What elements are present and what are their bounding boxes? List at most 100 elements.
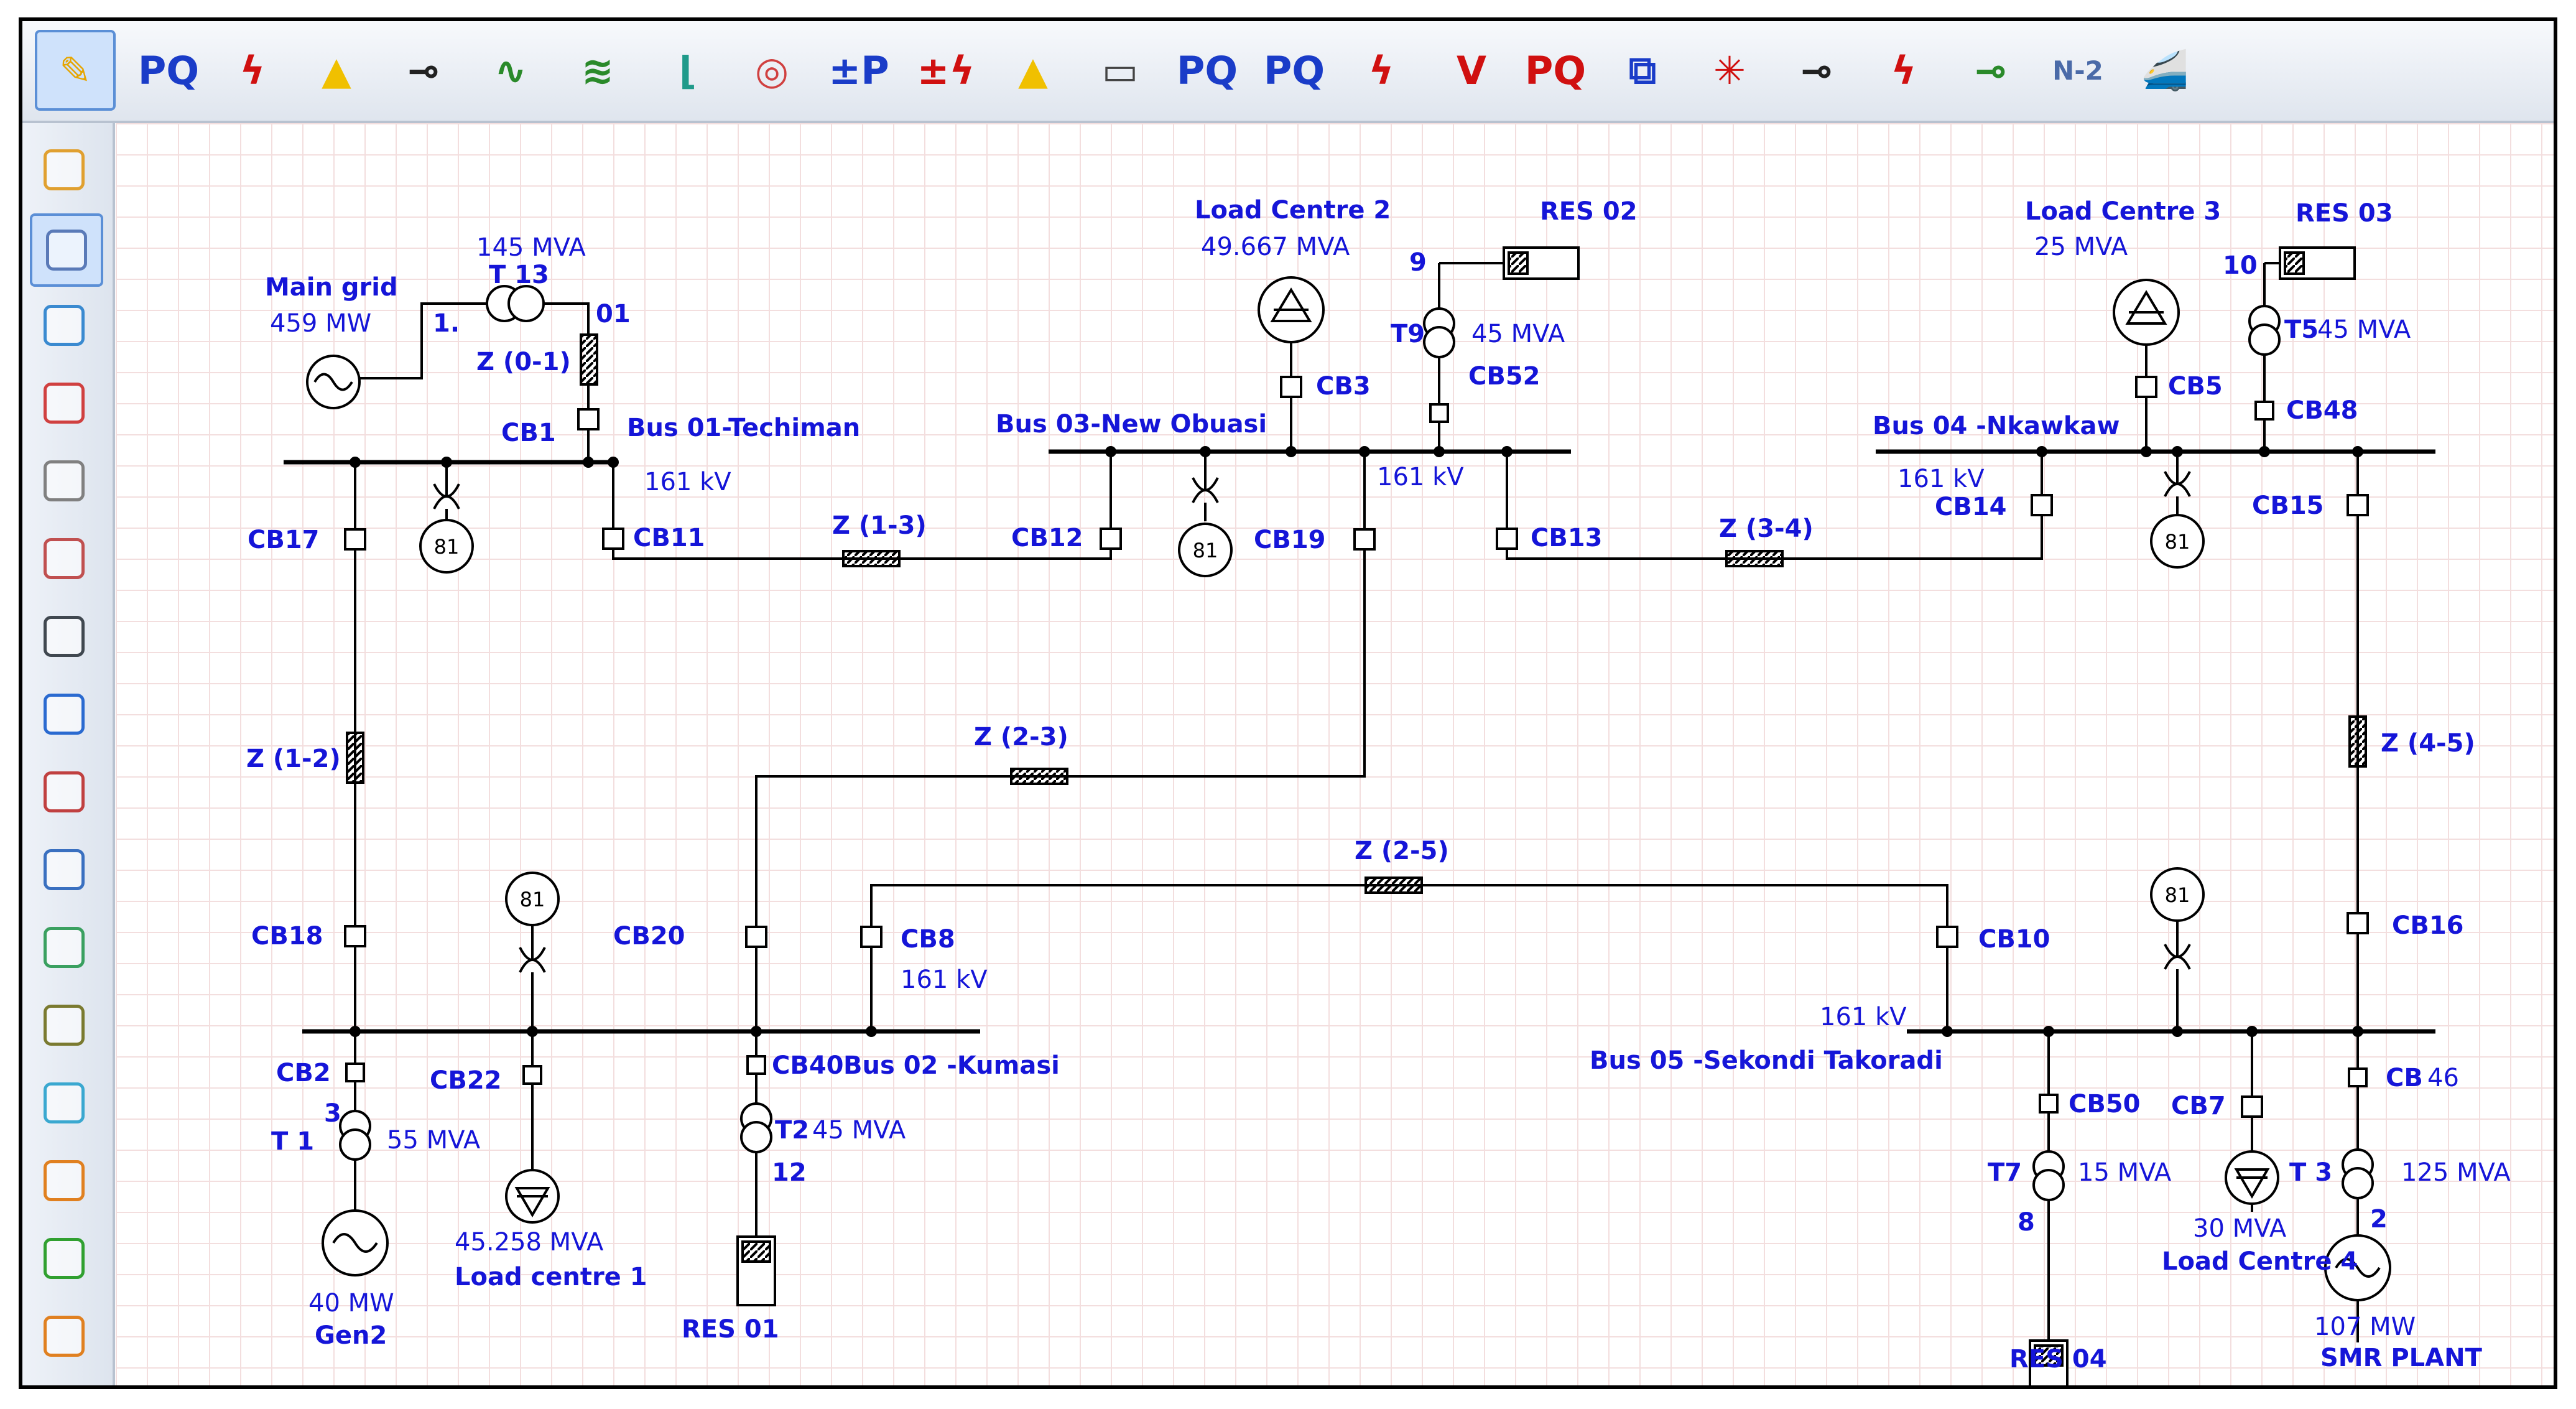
dc-short-circuit-button[interactable]: ±ϟ — [906, 30, 986, 111]
pq-capability-button[interactable]: PQ — [1515, 30, 1596, 111]
short-circuit-button[interactable]: ϟ — [212, 30, 293, 111]
res04-source[interactable] — [2029, 1339, 2069, 1389]
dc-load-flow-button[interactable]: ±P — [818, 30, 899, 111]
cb46-label: CB — [2386, 1064, 2423, 1092]
hierarchy-green-button[interactable] — [30, 1224, 103, 1298]
harmonics-button[interactable]: ≋ — [557, 30, 638, 111]
relay-81-label: 81 — [434, 535, 460, 559]
breaker-cb7[interactable] — [2241, 1095, 2263, 1118]
breaker-cb12[interactable] — [1100, 528, 1122, 550]
transformer-t2[interactable] — [740, 1102, 772, 1153]
project-tree-button[interactable] — [30, 136, 103, 209]
contingency-button[interactable]: ⊸ — [1776, 30, 1857, 111]
relay-81-bus01[interactable] — [419, 462, 474, 574]
pq-load-flow-button[interactable]: PQ — [128, 30, 209, 111]
cb5-label: CB5 — [2168, 372, 2223, 401]
switch-sequence-button[interactable]: ⊸ — [1950, 30, 2031, 111]
arc-flash-button[interactable]: ▲ — [296, 30, 377, 111]
res03-source[interactable] — [2264, 246, 2356, 280]
logic-diagram-button[interactable] — [30, 835, 103, 909]
breaker-cb5[interactable] — [2135, 376, 2157, 398]
impedance-z1-2[interactable] — [346, 732, 364, 784]
train-traction-button[interactable]: 🚄 — [2124, 30, 2205, 111]
breaker-cb19[interactable] — [1353, 528, 1376, 551]
transformer-t7[interactable] — [2032, 1150, 2065, 1201]
one-line-diagram-button[interactable] — [30, 213, 103, 287]
breaker-cb1[interactable] — [577, 408, 600, 430]
transformer-t3[interactable] — [2342, 1148, 2374, 1199]
breaker-cb20[interactable] — [745, 926, 767, 948]
relay-81-bus04[interactable] — [2150, 452, 2205, 569]
control-panel-button[interactable] — [30, 447, 103, 520]
breaker-cb14[interactable] — [2031, 494, 2053, 516]
transient-stability-button[interactable]: ∿ — [470, 30, 551, 111]
relay-81-bus05[interactable] — [2150, 867, 2205, 1031]
dc-diagram-button[interactable] — [30, 291, 103, 365]
res01-source[interactable] — [736, 1235, 776, 1306]
protection-coordination-button[interactable]: ⊸ — [383, 30, 464, 111]
recycle-bin-button[interactable] — [30, 1069, 103, 1142]
load-centre-1[interactable] — [505, 1169, 560, 1224]
breaker-cb22[interactable] — [522, 1065, 542, 1085]
n-2-contingency-button[interactable]: N-2 — [2037, 30, 2118, 111]
unbalanced-load-flow-button[interactable]: PQ — [1167, 30, 1248, 111]
transformer-t9[interactable] — [1423, 307, 1455, 358]
breaker-cb10[interactable] — [1936, 926, 1958, 948]
reliability-button[interactable]: ⧉ — [1602, 30, 1683, 111]
transformer-t1[interactable] — [339, 1110, 371, 1161]
hierarchy-red-button[interactable] — [30, 1146, 103, 1220]
breaker-cb48[interactable] — [2254, 401, 2274, 421]
dc-arc-flash-button[interactable]: ▲ — [993, 30, 1073, 111]
breaker-cb11[interactable] — [602, 528, 624, 550]
impedance-z0-1[interactable] — [580, 333, 598, 386]
relay-curves-button[interactable]: ◎ — [731, 30, 812, 111]
transfer-function-button[interactable] — [30, 991, 103, 1064]
breaker-cb8[interactable] — [860, 926, 883, 948]
cable-pulling-button[interactable] — [30, 524, 103, 598]
hierarchy-orange-button[interactable] — [30, 1302, 103, 1375]
star-protection-button[interactable] — [30, 369, 103, 442]
dashboard-gauge-button[interactable] — [30, 680, 103, 753]
res02-source[interactable] — [1439, 246, 1580, 280]
voltage-stability-button[interactable]: V — [1431, 30, 1512, 111]
breaker-cb18[interactable] — [344, 925, 366, 947]
relay-81-bus03[interactable] — [1178, 452, 1233, 577]
motor-starting-button[interactable]: ⌊ — [647, 30, 728, 111]
load-centre-3[interactable] — [2113, 279, 2180, 346]
load-centre-2[interactable] — [1258, 276, 1325, 343]
breaker-cb2[interactable] — [345, 1063, 365, 1082]
battery-sizing-button[interactable]: ▭ — [1080, 30, 1161, 111]
impedance-z1-3[interactable] — [842, 550, 901, 567]
impedance-z2-3[interactable] — [1010, 768, 1068, 785]
breaker-cb13[interactable] — [1496, 528, 1518, 550]
pencil-edit-button[interactable]: ✎ — [35, 30, 116, 111]
impedance-z3-4[interactable] — [1725, 550, 1784, 567]
underground-raceway-button[interactable] — [30, 602, 103, 676]
breaker-cb16[interactable] — [2347, 912, 2369, 934]
recycle-bin-icon — [44, 1082, 85, 1123]
load-centre-4[interactable] — [2225, 1150, 2279, 1205]
breaker-cb15[interactable] — [2347, 494, 2369, 516]
transformer-t5[interactable] — [2248, 305, 2281, 356]
breaker-cb17[interactable] — [344, 528, 366, 551]
one-line-diagram-canvas[interactable]: 81 81 81 81 81 Main grid 459 MW 1. 145 M… — [116, 123, 2554, 1389]
dynamic-parameter-button[interactable]: ϟ — [1863, 30, 1944, 111]
breaker-cb46[interactable] — [2348, 1067, 2368, 1087]
control-circuit-button[interactable] — [30, 758, 103, 831]
impedance-z4-5[interactable] — [2348, 715, 2367, 768]
switching-sequence-button[interactable]: ✳ — [1689, 30, 1770, 111]
relay-81-bus02[interactable] — [505, 872, 560, 1031]
generator-smr-plant[interactable] — [2324, 1234, 2391, 1301]
breaker-cb40[interactable] — [746, 1055, 766, 1075]
ground-grid-button[interactable]: ϟ — [1341, 30, 1422, 111]
gis-map-button[interactable] — [30, 913, 103, 987]
main-grid-source[interactable] — [306, 302, 489, 409]
impedance-z2-5[interactable] — [1364, 877, 1423, 894]
transformer-t13[interactable] — [486, 285, 590, 335]
generator-gen2[interactable] — [322, 1209, 389, 1276]
breaker-cb50[interactable] — [2039, 1094, 2059, 1114]
breaker-cb3[interactable] — [1280, 376, 1302, 398]
t7-label: T7 — [1988, 1158, 2022, 1187]
optimal-power-flow-button[interactable]: PQ — [1254, 30, 1335, 111]
breaker-cb52[interactable] — [1429, 403, 1449, 423]
